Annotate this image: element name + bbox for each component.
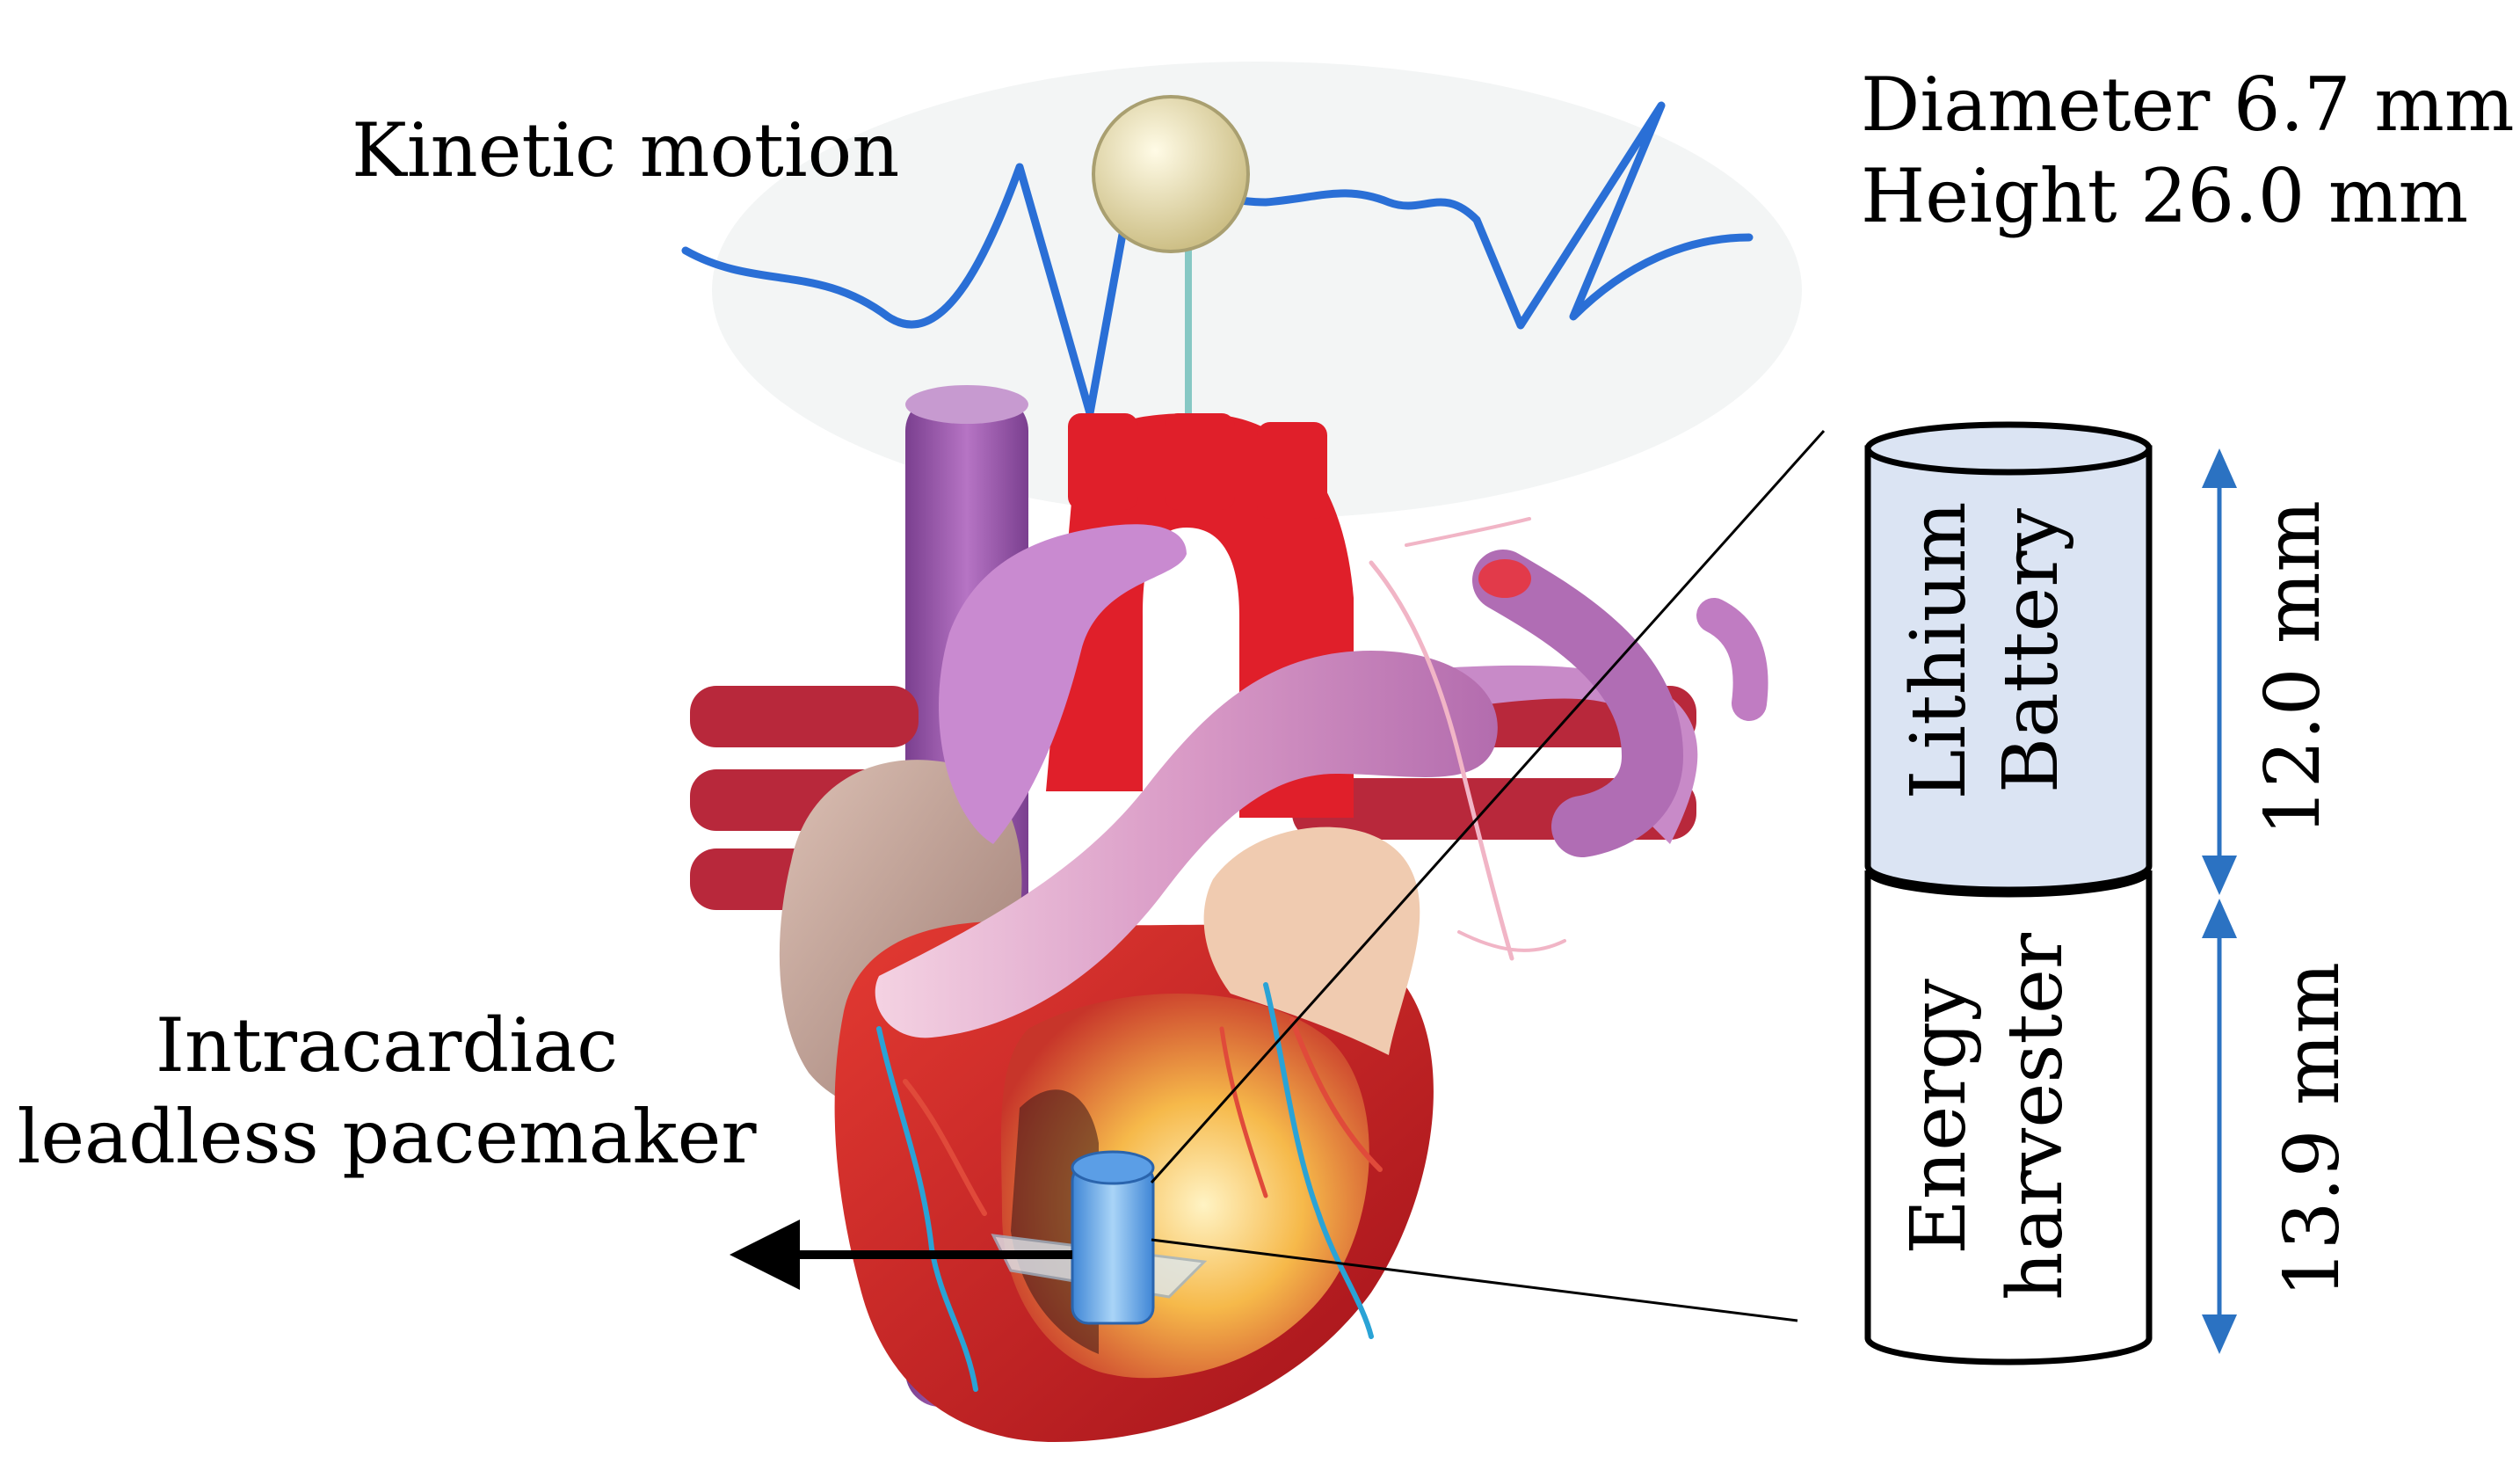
battery-section bbox=[1864, 445, 2153, 893]
pulmonary-vein-1 bbox=[690, 686, 919, 747]
diameter-label: Diameter 6.7 mm bbox=[1861, 62, 2515, 148]
device-name-line1: Intracardiac bbox=[156, 1002, 618, 1089]
heart-illustration bbox=[681, 62, 1802, 1442]
battery-label-line2: Battery bbox=[1987, 507, 2075, 793]
kinetic-motion-label: Kinetic motion bbox=[352, 107, 899, 193]
harvester-label-line2: harvester bbox=[1992, 932, 2080, 1300]
device-name-line2: leadless pacemaker bbox=[17, 1094, 757, 1180]
coronary-vessels bbox=[876, 517, 1566, 1392]
vessel-hook-opening bbox=[1478, 559, 1531, 598]
vena-cava-top bbox=[905, 385, 1028, 424]
aorta-branch-1 bbox=[1068, 413, 1138, 510]
cylinder-top bbox=[1864, 421, 2153, 476]
kinetic-ball bbox=[1092, 95, 1250, 253]
battery-arrow-bottom bbox=[2202, 856, 2237, 895]
dimension-harvester: 13.9 mm bbox=[2202, 899, 2357, 1354]
harvester-section bbox=[1864, 870, 2153, 1365]
battery-length-label: 12.0 mm bbox=[2249, 500, 2337, 836]
device-top bbox=[1071, 1150, 1155, 1185]
pulmonary-trunk bbox=[875, 651, 1498, 1038]
left-atrium bbox=[1203, 827, 1420, 1055]
zoom-line-bottom bbox=[1151, 1238, 1798, 1322]
device-body bbox=[1071, 1163, 1155, 1325]
harvester-arrow-bottom bbox=[2202, 1314, 2237, 1354]
battery-label-line1: Lithium bbox=[1895, 501, 1983, 799]
vessel-hook bbox=[1472, 550, 1684, 857]
dimension-battery: 12.0 mm bbox=[2202, 448, 2337, 895]
device-schematic: Lithium Battery Energy harvester bbox=[1864, 421, 2153, 1365]
battery-arrow-top bbox=[2202, 448, 2237, 488]
pink-lobe bbox=[939, 524, 1187, 844]
aorta-branch-3 bbox=[1257, 422, 1327, 519]
vessel-right-tail bbox=[1696, 598, 1768, 721]
zoom-line-top bbox=[1150, 429, 1826, 1184]
harvester-length-label: 13.9 mm bbox=[2269, 962, 2357, 1298]
harvester-arrow-top bbox=[2202, 899, 2237, 938]
aorta-branch-2 bbox=[1165, 413, 1235, 510]
harvester-label-line1: Energy bbox=[1895, 979, 1983, 1255]
height-label: Height 26.0 mm bbox=[1861, 153, 2468, 239]
